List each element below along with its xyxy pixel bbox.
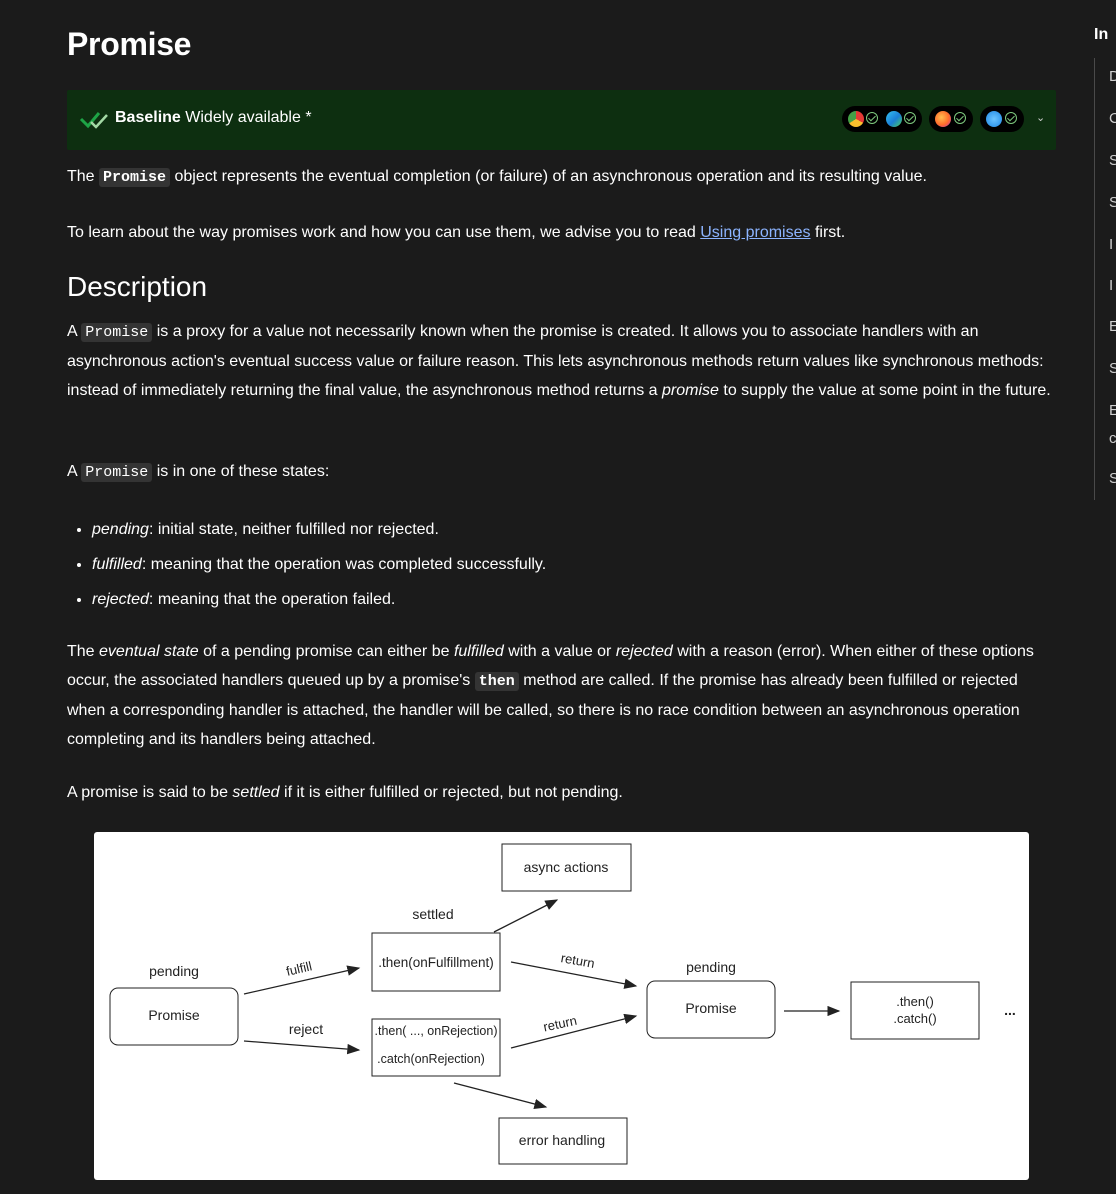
promise-left-box	[109, 987, 239, 1046]
description-paragraph-2: A Promise is in one of these states:	[67, 463, 330, 482]
supported-check-icon	[904, 112, 916, 124]
diagram-svg: pending Promise fulfill reject settled .…	[109, 843, 1016, 1165]
error-handling-label: error handling	[519, 1132, 605, 1148]
inline-code: Promise	[81, 463, 153, 482]
toc-item[interactable]: S	[1109, 152, 1116, 169]
then-box-line-2: .catch()	[893, 1011, 936, 1026]
return-bottom-label: return	[542, 1013, 578, 1035]
async-actions-box	[501, 843, 632, 892]
intro-paragraph-2: To learn about the way promises work and…	[67, 224, 846, 241]
catch-reject-label: .catch(onRejection)	[377, 1052, 485, 1066]
toc-item[interactable]: S	[1109, 360, 1116, 377]
toc-item[interactable]: c	[1109, 430, 1116, 447]
toc-rail	[1094, 58, 1095, 500]
pending-left-label: pending	[149, 963, 199, 979]
ellipsis-label: ...	[1004, 1002, 1016, 1018]
description-paragraph-4: A promise is said to be settled if it is…	[67, 784, 623, 801]
supported-check-icon	[954, 112, 966, 124]
list-item: fulfilled: meaning that the operation wa…	[92, 547, 546, 582]
fulfill-arrow	[243, 965, 361, 995]
firefox-icon	[935, 111, 951, 127]
then-catch-box	[850, 981, 980, 1040]
intro-paragraph-1: The Promise object represents the eventu…	[67, 168, 927, 187]
using-promises-link[interactable]: Using promises	[700, 224, 811, 241]
baseline-check-icon	[79, 112, 108, 129]
browser-support: ⌄	[842, 106, 1046, 132]
description-heading: Description	[67, 271, 208, 302]
return-bottom-arrow	[510, 1013, 638, 1049]
then-fulfill-label: .then(onFulfillment)	[378, 955, 494, 970]
reject-arrow	[243, 1040, 361, 1055]
toc-item[interactable]: I	[1109, 236, 1114, 253]
toc-item[interactable]: D	[1109, 68, 1116, 85]
promise-states-diagram: pending Promise fulfill reject settled .…	[94, 832, 1029, 1180]
chrome-icon	[848, 111, 864, 127]
list-item: pending: initial state, neither fulfille…	[92, 512, 546, 547]
page-title: Promise	[67, 26, 192, 62]
then-fulfill-box	[371, 932, 501, 992]
description-paragraph-3: The eventual state of a pending promise …	[67, 643, 1034, 748]
promise-right-label: Promise	[685, 1000, 737, 1016]
firefox-group	[929, 106, 973, 132]
reject-label: reject	[289, 1021, 323, 1037]
inline-code: Promise	[81, 323, 153, 342]
toc-item[interactable]: S	[1109, 470, 1116, 487]
toc-item[interactable]: C	[1109, 110, 1116, 127]
states-list: pending: initial state, neither fulfille…	[67, 512, 546, 617]
toc-item[interactable]: E	[1109, 318, 1116, 335]
table-of-contents: In D C S S I I E S E c S	[1094, 0, 1116, 500]
async-actions-label: async actions	[524, 859, 609, 875]
chromium-group	[842, 106, 922, 132]
pending-right-label: pending	[686, 959, 736, 975]
description-paragraph-1: A Promise is a proxy for a value not nec…	[67, 323, 1051, 399]
promise-right-box	[646, 980, 776, 1039]
async-arrow	[493, 899, 559, 933]
supported-check-icon	[1005, 112, 1017, 124]
toc-title: In	[1094, 26, 1109, 43]
inline-code: Promise	[99, 168, 171, 187]
inline-code: then	[474, 672, 519, 691]
baseline-label: Baseline Widely available *	[115, 109, 312, 126]
toc-item[interactable]: I	[1109, 277, 1114, 294]
then-box-line-1: .then()	[896, 994, 934, 1009]
list-item: rejected: meaning that the operation fai…	[92, 582, 546, 617]
error-arrow	[453, 1082, 548, 1110]
return-top-arrow	[510, 961, 638, 989]
toc-item[interactable]: E	[1109, 402, 1116, 419]
error-handling-box	[498, 1117, 628, 1165]
edge-icon	[886, 111, 902, 127]
then-reject-box	[371, 1018, 501, 1077]
baseline-banner[interactable]: Baseline Widely available * ⌄	[67, 90, 1056, 150]
safari-group	[980, 106, 1024, 132]
toc-item[interactable]: S	[1109, 194, 1116, 211]
fulfill-label: fulfill	[285, 958, 314, 978]
chevron-down-icon[interactable]: ⌄	[1036, 112, 1046, 124]
promise-left-label: Promise	[148, 1007, 200, 1023]
then-reject-label: .then( ..., onRejection)	[375, 1024, 498, 1038]
return-top-label: return	[560, 950, 596, 971]
supported-check-icon	[866, 112, 878, 124]
safari-icon	[986, 111, 1002, 127]
settled-label: settled	[412, 906, 453, 922]
